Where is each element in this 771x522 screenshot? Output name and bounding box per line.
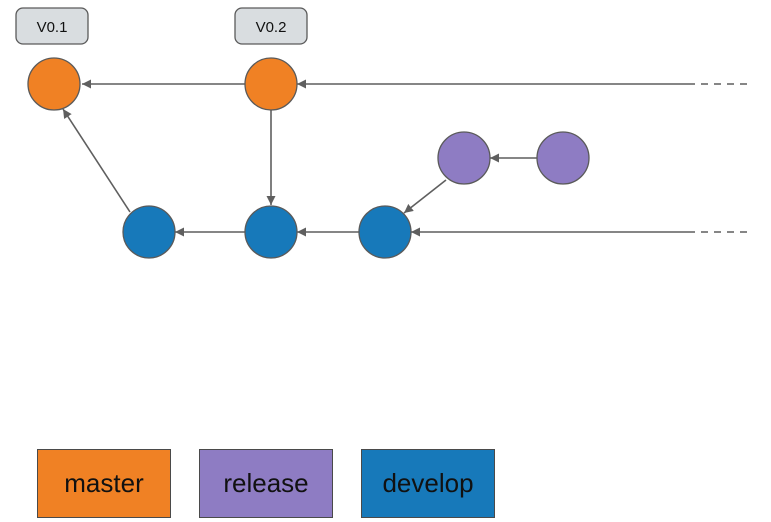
legend-release-label: release bbox=[223, 468, 309, 498]
legend-develop: develop bbox=[361, 449, 495, 518]
tag-v02: V0.2 bbox=[234, 7, 308, 45]
master-commit-v02 bbox=[244, 57, 298, 111]
legend-master: master bbox=[37, 449, 171, 518]
release-commit-2 bbox=[536, 131, 590, 185]
legend-master-label: master bbox=[64, 468, 144, 498]
tag-v02-label: V0.2 bbox=[256, 19, 287, 36]
edge-release-to-develop bbox=[403, 179, 447, 214]
legend-develop-label: develop bbox=[382, 468, 474, 498]
master-commit-v01 bbox=[27, 57, 81, 111]
develop-commit-1 bbox=[122, 205, 176, 259]
release-commit-1 bbox=[437, 131, 491, 185]
legend-release: release bbox=[199, 449, 333, 518]
tag-v01: V0.1 bbox=[15, 7, 89, 45]
develop-commit-3 bbox=[358, 205, 412, 259]
edge-develop-to-master-v01 bbox=[62, 108, 131, 213]
tag-v01-label: V0.1 bbox=[37, 19, 68, 36]
develop-commit-2 bbox=[244, 205, 298, 259]
